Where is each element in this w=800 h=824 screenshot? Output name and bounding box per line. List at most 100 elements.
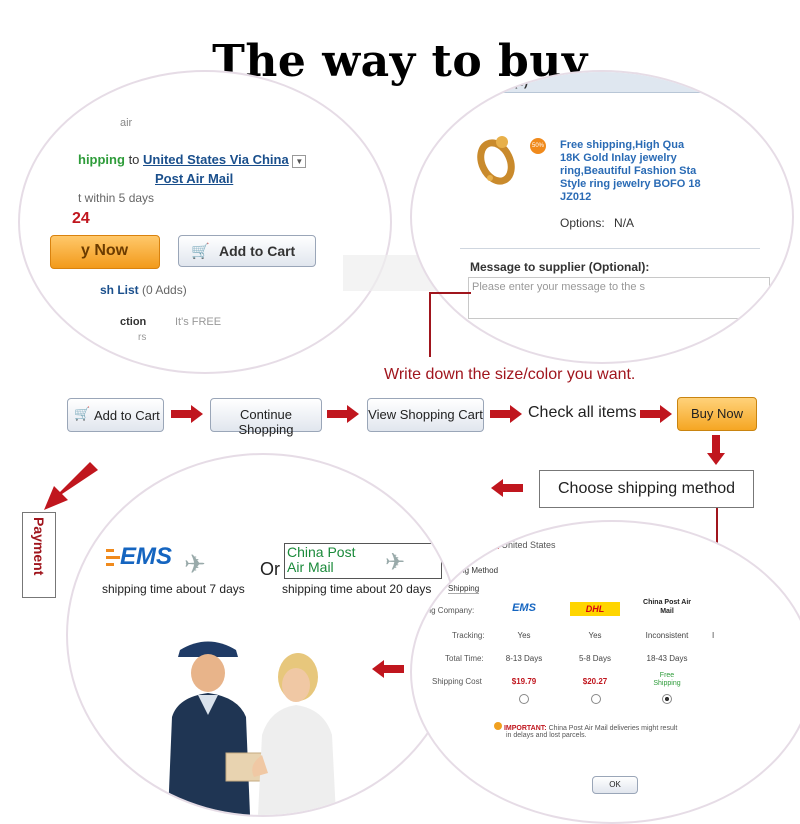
discount-badge: 50% — [530, 138, 546, 154]
airplane-icon: ✈ — [184, 549, 206, 579]
flow-add-to-cart-button[interactable]: 🛒 Add to Cart — [67, 398, 164, 432]
product-desc-4[interactable]: Style ring jewelry BOFO 18 — [560, 178, 701, 190]
connector-line-h — [431, 292, 471, 294]
china-post-text-1: China Post — [287, 544, 356, 560]
shipping-prefix: hipping — [78, 152, 125, 167]
dhl-logo: DHL — [570, 602, 620, 616]
dhl-time: 5-8 Days — [578, 654, 611, 663]
message-placeholder: Please enter your message to the s — [472, 281, 646, 293]
cost-label: Shipping Cost — [432, 677, 482, 686]
delivery-time: t within 5 days — [78, 191, 155, 205]
message-input[interactable]: Please enter your message to the s — [468, 277, 770, 319]
connector-line-v — [429, 292, 431, 357]
check-items-text: Check all items — [528, 404, 637, 421]
buy-now-button[interactable]: y Now — [50, 235, 160, 269]
wish-list-count: (0 Adds) — [142, 283, 187, 297]
payment-box: Payment — [22, 512, 56, 598]
flow-buy-now-button[interactable]: Buy Now — [677, 397, 757, 431]
product-page-circle: air hipping to United States Via China ▼… — [18, 70, 392, 374]
important-text-1: China Post Air Mail deliveries might res… — [548, 725, 678, 732]
product-desc-1[interactable]: Free shipping,High Qua — [560, 139, 685, 151]
air-text: air — [120, 117, 133, 129]
ems-radio[interactable] — [519, 694, 529, 704]
important-text-2: in delays and lost parcels. — [506, 732, 587, 739]
dhl-tracking: Yes — [588, 631, 602, 640]
ok-button[interactable]: OK — [592, 776, 638, 794]
company-label: pping Company: — [416, 606, 475, 615]
flow-buy-now-label: Buy Now — [690, 406, 744, 421]
order-details-circle: Product(s) 50% Free shipping,High Qua 18… — [410, 70, 794, 364]
product-desc-5[interactable]: JZ012 — [560, 191, 592, 203]
protection-text: ction — [120, 316, 147, 328]
products-header: Product(s) — [460, 72, 760, 93]
arrow-right-icon — [490, 405, 522, 423]
warning-icon — [494, 722, 502, 730]
ems-time: shipping time about 7 days — [102, 582, 245, 596]
add-to-cart-button[interactable]: 🛒 Add to Cart — [178, 235, 316, 267]
arrow-down-icon — [707, 435, 725, 465]
continue-shopping-button[interactable]: Continue Shopping — [210, 398, 322, 437]
china-post-cost: Free Shipping — [653, 672, 681, 687]
price: 24 — [72, 210, 90, 227]
add-to-cart-label: Add to Cart — [219, 243, 296, 259]
arrow-down-left-icon — [44, 462, 98, 510]
buy-now-label: y Now — [81, 242, 129, 259]
free-text: It's FREE — [175, 316, 222, 328]
flow-add-to-cart-label: Add to Cart — [94, 408, 160, 423]
delivery-illustration — [158, 605, 348, 815]
china-post-time: shipping time about 20 days — [282, 582, 432, 596]
message-label: Message to supplier (Optional): — [470, 260, 650, 274]
product-desc-2[interactable]: 18K Gold Inlay jewelry — [560, 152, 677, 164]
or-text: Or — [260, 559, 280, 579]
ems-company: EMS — [512, 602, 536, 614]
choose-shipping-label: Choose shipping method — [557, 480, 735, 497]
shipping-tab[interactable]: Shipping — [448, 584, 480, 594]
arrow-right-icon — [171, 405, 203, 423]
arrow-left-icon — [491, 479, 523, 497]
shipping-table-circle: United States ping Method Shipping pping… — [410, 520, 800, 824]
cart-icon: 🛒 — [74, 406, 91, 421]
ems-tracking: Yes — [517, 631, 531, 640]
ems-time: 8-13 Days — [505, 654, 543, 663]
divider — [460, 248, 760, 249]
view-cart-label: View Shopping Cart — [368, 407, 483, 422]
total-time-label: Total Time: — [445, 654, 484, 663]
arrow-right-icon — [640, 405, 672, 423]
method-label: ping Method — [454, 566, 499, 575]
china-post-time-cell: 18-43 Days — [646, 654, 688, 663]
product-desc-3[interactable]: ring,Beautiful Fashion Sta — [560, 165, 697, 177]
chevron-down-icon[interactable]: ▼ — [292, 155, 307, 168]
options-label: Options: — [560, 216, 605, 230]
country-select[interactable]: United States — [501, 540, 556, 550]
ems-logo-text: EMS — [120, 543, 173, 570]
more-text: rs — [138, 332, 147, 343]
choose-shipping-box: Choose shipping method — [539, 470, 754, 508]
dhl-company: DHL — [585, 604, 605, 614]
china-post-tracking: Inconsistent — [645, 631, 689, 640]
options-value: N/A — [614, 216, 635, 230]
us-flag-icon — [487, 541, 499, 550]
dhl-radio[interactable] — [591, 694, 601, 704]
dhl-cost: $20.27 — [582, 677, 608, 686]
important-label: IMPORTANT: — [503, 725, 547, 732]
payment-label: Payment — [31, 517, 47, 576]
airplane-icon: ✈ — [385, 549, 406, 576]
shipping-to: to — [128, 152, 140, 167]
arrow-left-icon — [372, 660, 404, 678]
products-header-label: Product(s) — [468, 75, 528, 89]
ems-logo: EMS ✈ — [106, 543, 246, 579]
product-image — [472, 130, 524, 190]
delivery-circle: EMS ✈ Or China Post Air Mail ✈ shipping … — [66, 453, 460, 817]
tracking-label: Tracking: — [452, 631, 485, 640]
shipping-method-link-2[interactable]: Post Air Mail — [155, 171, 234, 186]
arrow-right-icon — [327, 405, 359, 423]
china-post-radio[interactable] — [662, 694, 672, 704]
ems-cost: $19.79 — [511, 677, 537, 686]
size-color-note: Write down the size/color you want. — [384, 366, 636, 383]
shipping-method-link[interactable]: United States Via China — [143, 152, 289, 167]
wish-list-link[interactable]: sh List — [100, 283, 139, 297]
view-cart-button[interactable]: View Shopping Cart — [367, 398, 484, 432]
continue-shopping-label: Continue Shopping — [238, 407, 294, 437]
cart-icon: 🛒 — [191, 243, 210, 260]
china-post-company: China Post Air Mail — [643, 599, 691, 615]
